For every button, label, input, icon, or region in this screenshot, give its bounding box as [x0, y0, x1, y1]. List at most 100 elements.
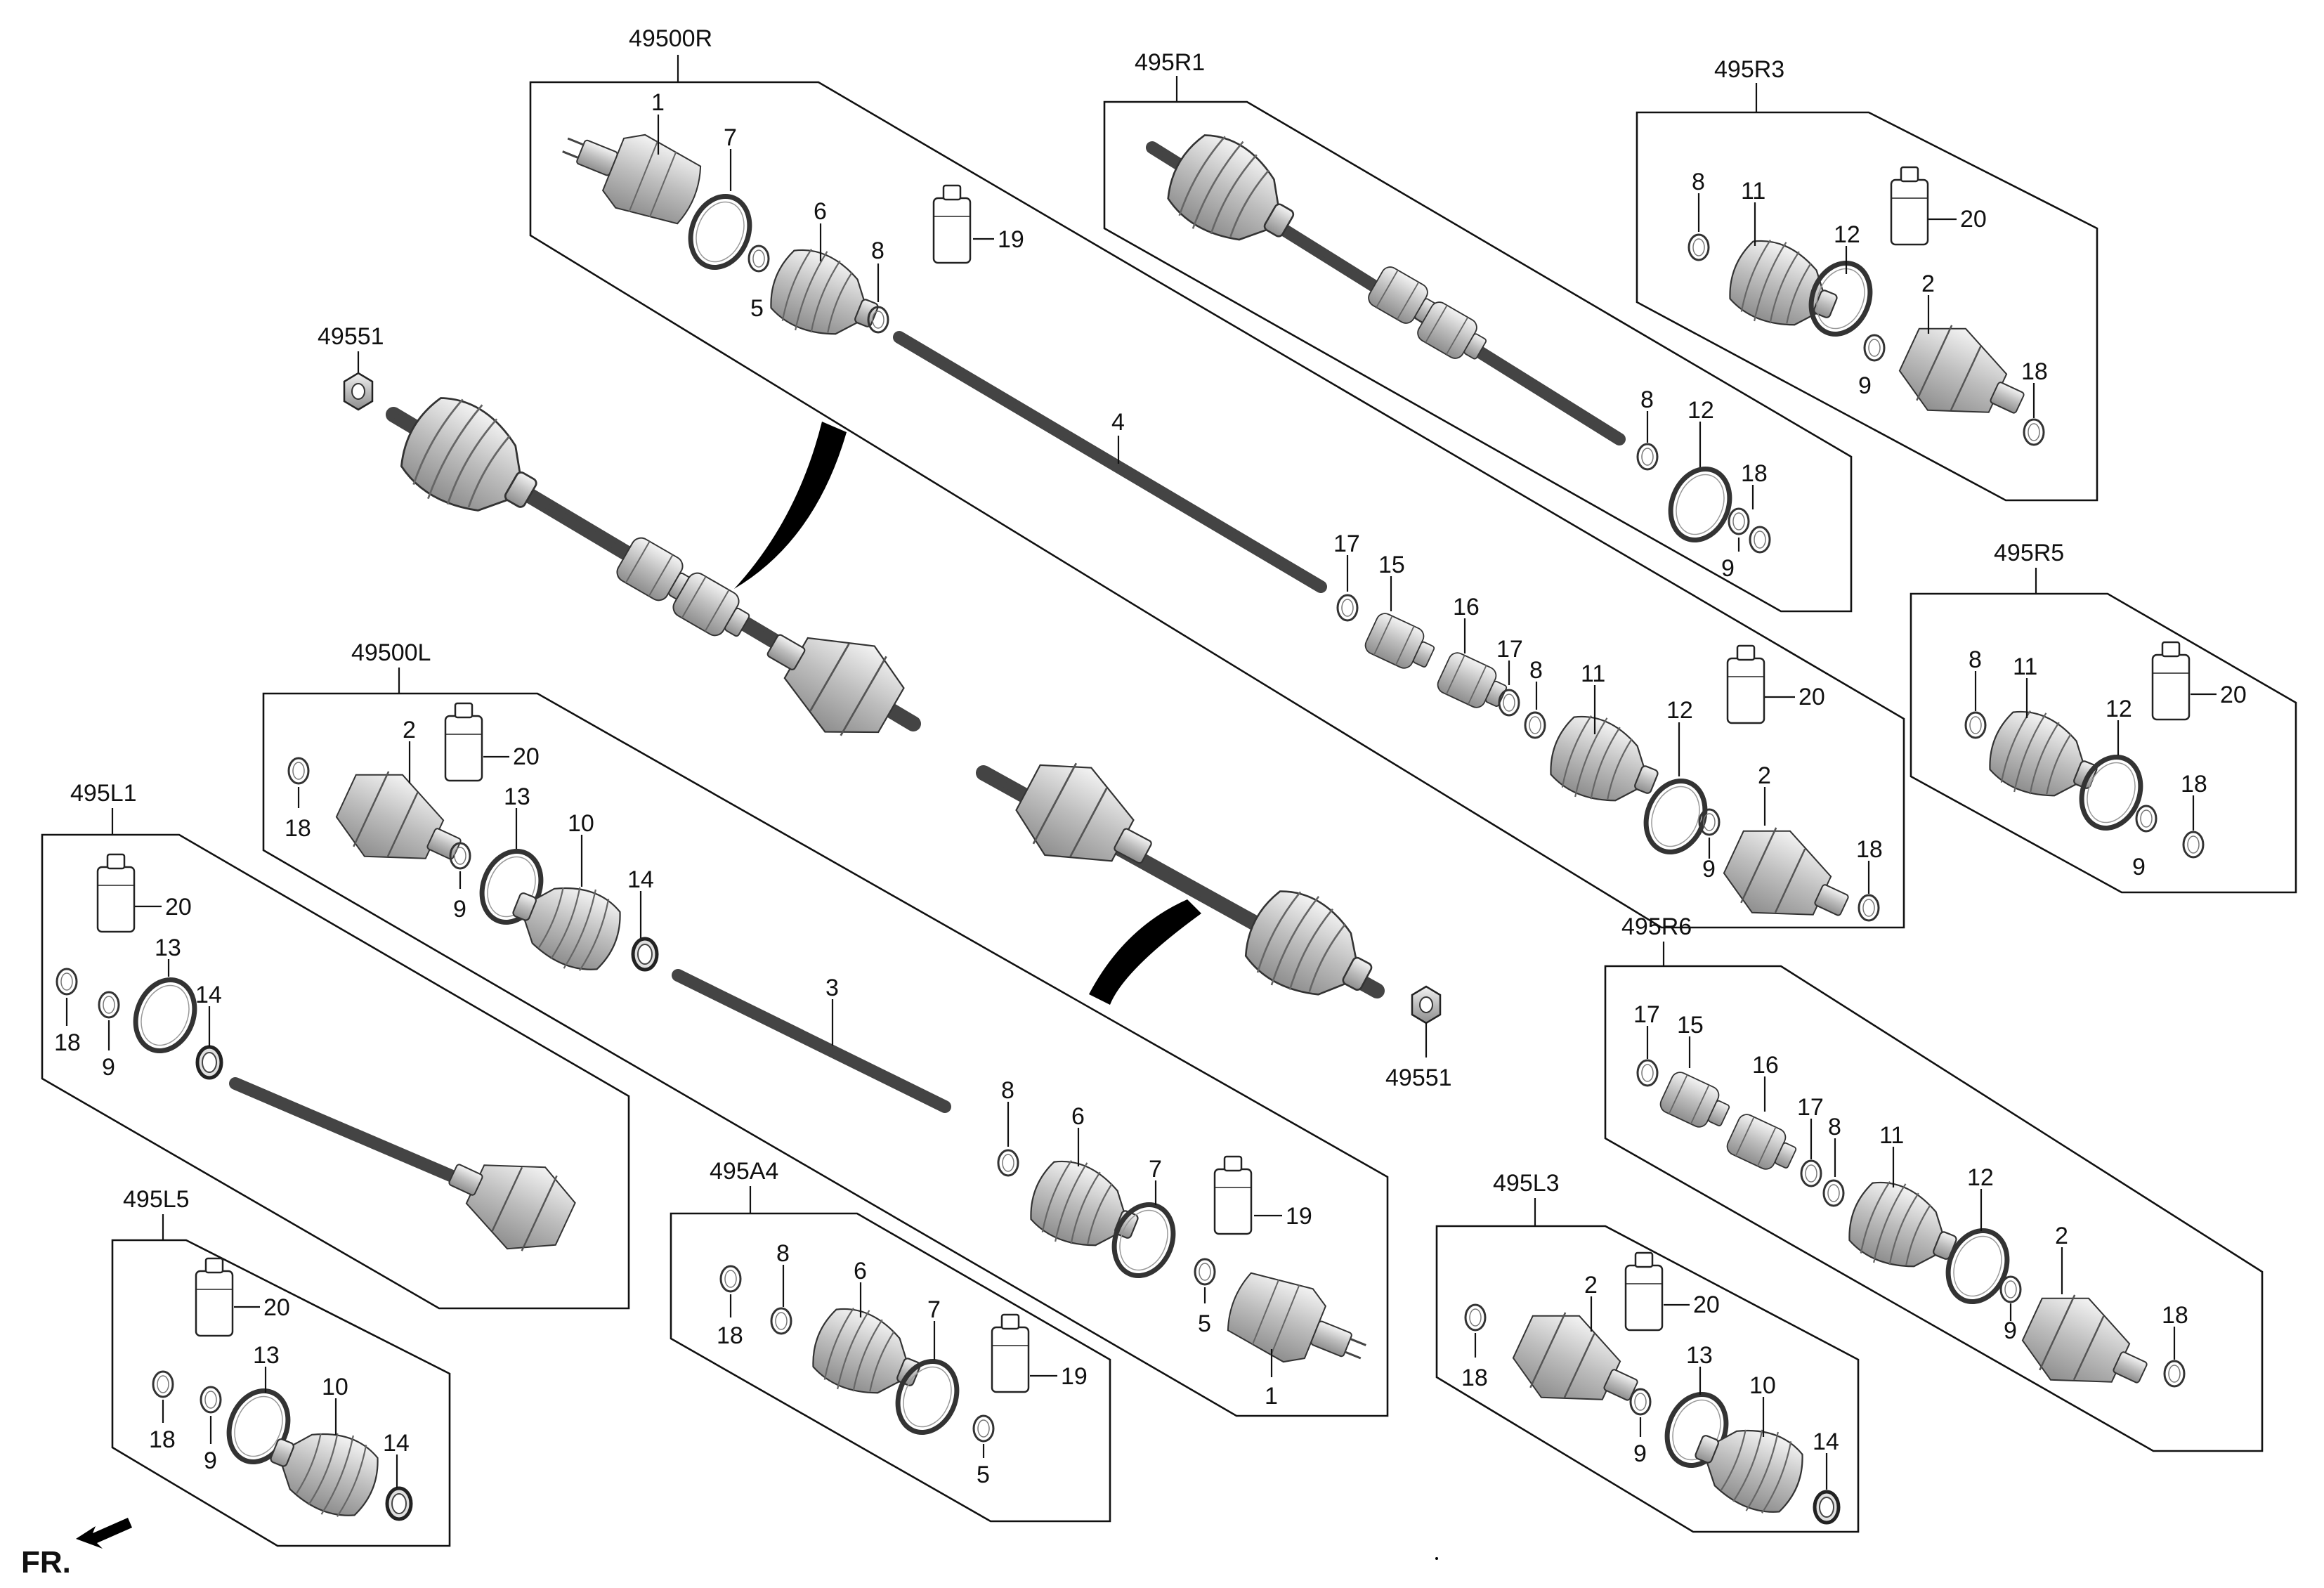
callout-18: 18: [149, 1426, 176, 1453]
callout-17: 17: [1797, 1094, 1824, 1121]
callout-6: 6: [1071, 1103, 1085, 1130]
callout-11: 11: [1879, 1122, 1904, 1149]
outline-495L5: [111, 1239, 451, 1547]
label-495R5: 495R5: [1994, 540, 2064, 566]
outline-495L3: [1435, 1225, 1860, 1533]
parts-495R5: [1964, 641, 2205, 859]
callout-18: 18: [1856, 836, 1883, 863]
outline-495R3: [1636, 111, 2098, 502]
callout-20: 20: [165, 894, 192, 920]
label-495L5: 495L5: [123, 1186, 190, 1213]
callout-19: 19: [998, 226, 1024, 253]
callout-15: 15: [1677, 1012, 1704, 1039]
callout-9: 9: [204, 1447, 217, 1474]
callout-19: 19: [1286, 1203, 1312, 1230]
callout-13: 13: [253, 1342, 280, 1369]
callout-5: 5: [1198, 1310, 1211, 1337]
label-49500L: 49500L: [351, 639, 431, 666]
label-49551-upper: 49551: [318, 323, 384, 350]
callout-leaders: [65, 115, 2217, 1490]
label-495R3: 495R3: [1714, 56, 1784, 83]
callout-numbers: 1 7 6 5 8 19 4 17 15 16 17 8 11 12 9 20 …: [54, 89, 2247, 1488]
group-label-leaders: [111, 55, 2037, 1240]
callout-18: 18: [2021, 358, 2048, 385]
callout-18: 18: [1461, 1365, 1488, 1391]
callout-2: 2: [403, 717, 416, 743]
callout-16: 16: [1453, 594, 1480, 620]
callout-12: 12: [1834, 221, 1860, 248]
callout-16: 16: [1752, 1052, 1779, 1079]
parts-495R6: [1636, 1059, 2186, 1415]
callout-18: 18: [1741, 460, 1768, 487]
callout-3: 3: [825, 975, 839, 1001]
callout-8: 8: [1001, 1077, 1014, 1104]
callout-12: 12: [2106, 696, 2132, 722]
callout-20: 20: [2220, 682, 2247, 708]
callout-9: 9: [1702, 856, 1716, 883]
callout-2: 2: [1921, 271, 1935, 297]
label-495A4: 495A4: [710, 1158, 778, 1185]
callout-20: 20: [1799, 684, 1825, 710]
indicator-arrow-upper: [734, 422, 847, 589]
label-49551-lower: 49551: [1385, 1065, 1452, 1091]
callout-6: 6: [854, 1258, 867, 1284]
callout-20: 20: [513, 743, 540, 770]
outline-495R6: [1604, 965, 2264, 1452]
callout-13: 13: [1686, 1342, 1713, 1369]
label-495R6: 495R6: [1621, 913, 1692, 940]
parts-49500L: [287, 702, 1380, 1390]
callout-18: 18: [2181, 771, 2207, 798]
parts-495L1: [56, 853, 585, 1268]
callout-12: 12: [1666, 697, 1693, 724]
outline-495R1: [1103, 100, 1853, 613]
callout-7: 7: [927, 1296, 941, 1323]
label-495R1: 495R1: [1135, 49, 1205, 76]
callout-8: 8: [871, 237, 884, 264]
callout-20: 20: [263, 1294, 290, 1321]
callout-9: 9: [2132, 854, 2146, 880]
callout-18: 18: [54, 1029, 81, 1056]
callout-4: 4: [1111, 409, 1125, 436]
callout-5: 5: [750, 295, 764, 322]
callout-1: 1: [651, 89, 665, 116]
callout-9: 9: [2004, 1317, 2017, 1344]
callout-18: 18: [2162, 1302, 2188, 1329]
stray-dot: [1435, 1557, 1438, 1560]
outline-495R5: [1910, 592, 2297, 894]
callout-20: 20: [1693, 1291, 1720, 1318]
callout-7: 7: [724, 124, 737, 151]
callout-11: 11: [1581, 660, 1605, 687]
callout-12: 12: [1687, 397, 1714, 424]
callout-14: 14: [627, 866, 654, 893]
callout-8: 8: [1529, 657, 1543, 684]
group-labels: 49500R 495R1 495R3 495R5 495R6 49500L 49…: [70, 25, 2064, 1213]
callout-5: 5: [977, 1462, 990, 1488]
main-shaft-upper: [385, 379, 921, 756]
front-arrow-icon: [76, 1518, 132, 1549]
callout-12: 12: [1967, 1164, 1994, 1191]
callout-14: 14: [383, 1430, 410, 1457]
label-49500R: 49500R: [629, 25, 712, 52]
callout-19: 19: [1061, 1363, 1088, 1390]
callout-10: 10: [322, 1374, 348, 1400]
callout-17: 17: [1333, 531, 1360, 557]
callout-14: 14: [195, 982, 222, 1008]
callout-2: 2: [1758, 762, 1771, 789]
outline-495L1: [41, 833, 630, 1310]
parts-49500R: [549, 107, 1880, 948]
callout-11: 11: [1741, 178, 1765, 204]
indicator-arrow-lower: [1089, 899, 1201, 1005]
callout-14: 14: [1813, 1428, 1839, 1455]
callout-8: 8: [1828, 1114, 1841, 1140]
front-label: FR.: [21, 1545, 71, 1580]
callout-17: 17: [1496, 636, 1523, 663]
parts-495R1: [1146, 118, 1771, 554]
main-shaft-lower: [976, 745, 1391, 1024]
lock-nut-lower: [1411, 985, 1442, 1024]
parts-495L3: [1464, 1251, 1839, 1526]
front-direction-marker: FR.: [21, 1518, 132, 1580]
callout-8: 8: [776, 1240, 790, 1267]
parts-495A4: [719, 1265, 1030, 1441]
callout-13: 13: [155, 935, 181, 961]
